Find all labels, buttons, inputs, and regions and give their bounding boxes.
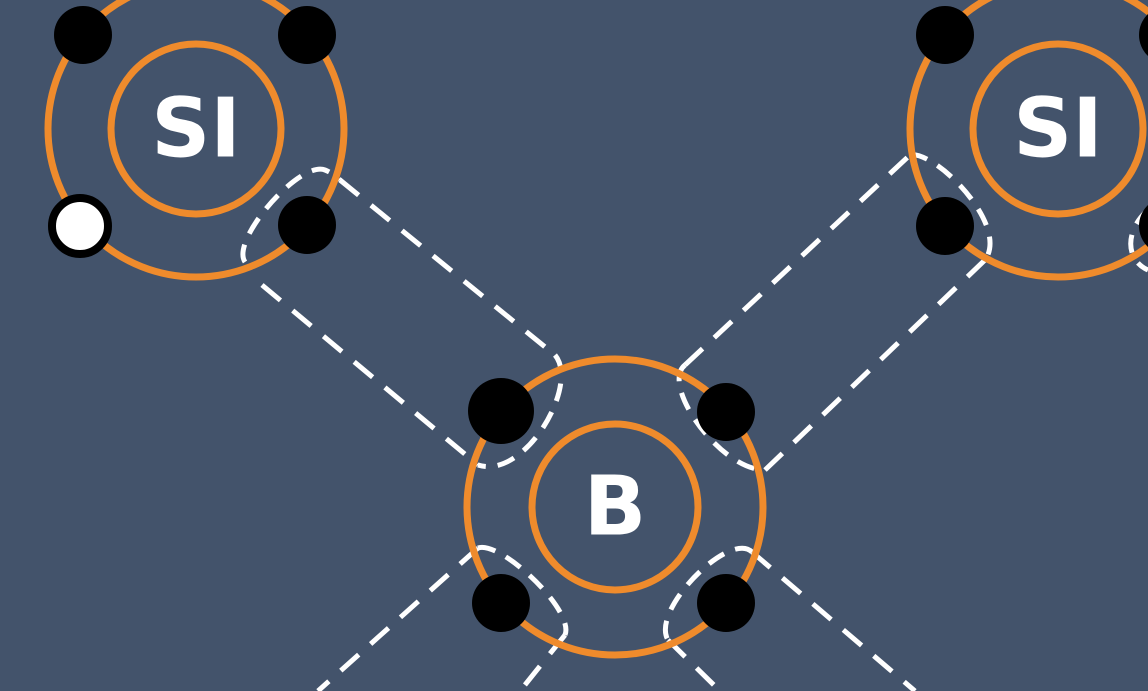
electron [916, 197, 974, 255]
outer-shell [463, 355, 767, 659]
electron [1139, 205, 1148, 247]
electron [697, 383, 755, 441]
electron [278, 6, 336, 64]
electron [1139, 14, 1148, 56]
electron [697, 574, 755, 632]
inner-core [107, 40, 285, 218]
inner-core [969, 40, 1147, 218]
atom-b-center: B [463, 355, 767, 659]
electron [472, 574, 530, 632]
atom-si-top-right: SI [906, 0, 1148, 281]
bond-b-si-right-cap-top [909, 152, 993, 262]
hole [48, 194, 112, 258]
bond-b-si-right-line-1 [683, 153, 912, 367]
atom-label: B [584, 460, 647, 555]
bond-b-si-right-line-2 [763, 258, 987, 472]
atom-label: SI [1013, 82, 1103, 177]
electron [468, 378, 534, 444]
bond-b-lower-left-line-1 [316, 546, 480, 691]
inner-core [528, 420, 702, 594]
bond-b-lower-right-cap [663, 545, 754, 642]
bond-b-si-left-line-1 [338, 178, 557, 357]
outer-shell [906, 0, 1148, 281]
bond-b-lower-left-cap [477, 544, 569, 636]
covalent-bonds [240, 152, 1148, 691]
bond-b-lower-right-line-1 [750, 550, 917, 691]
bond-b-si-left-cap-top [240, 166, 342, 264]
bond-b-si-left-line-2 [260, 283, 480, 467]
electron [54, 6, 112, 64]
electron [278, 196, 336, 254]
atom-si-top-left: SI [44, 0, 348, 281]
outer-shell [44, 0, 348, 281]
bond-b-lower-right-line-2 [666, 638, 722, 691]
atom-label: SI [151, 82, 241, 177]
electron [916, 6, 974, 64]
